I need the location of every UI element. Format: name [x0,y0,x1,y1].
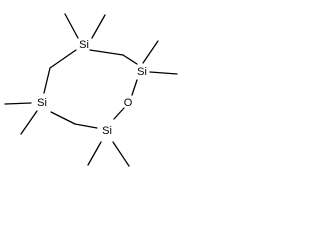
bond-ch2-upper-to-si-top [49,49,77,69]
bond-si-bottom-to-ch2-lower [74,123,98,129]
bond-si-left-to-ch2-upper [43,67,51,94]
methyl-bond-si-right-2 [149,71,178,75]
atom-label-si-left: Si [37,97,47,109]
atom-labels: Si Si O Si Si [37,39,147,137]
methyl-bond-si-left-2 [20,110,38,135]
atom-label-oxygen: O [124,97,133,109]
molecule-structure-diagram: Si Si O Si Si [4,13,178,167]
bond-si-right-to-o [131,79,138,96]
bond-si-top-to-ch2-right [89,49,124,56]
bond-ch2-right-to-si-right [122,54,138,65]
atom-label-si-top: Si [79,39,89,51]
methyl-bond-si-bottom-1 [87,141,102,166]
atom-label-si-bottom: Si [102,125,112,137]
ring-bonds [43,49,138,129]
methyl-bonds [4,13,178,167]
bond-o-to-si-bottom [113,107,125,120]
bond-ch2-lower-to-si-left [50,111,76,125]
methyl-bond-si-left-1 [4,102,32,105]
methyl-bond-si-right-1 [142,40,159,64]
methyl-bond-si-top-1 [64,13,79,39]
atom-label-si-right: Si [137,66,147,78]
methyl-bond-si-top-2 [91,14,106,39]
methyl-bond-si-bottom-2 [112,141,130,167]
